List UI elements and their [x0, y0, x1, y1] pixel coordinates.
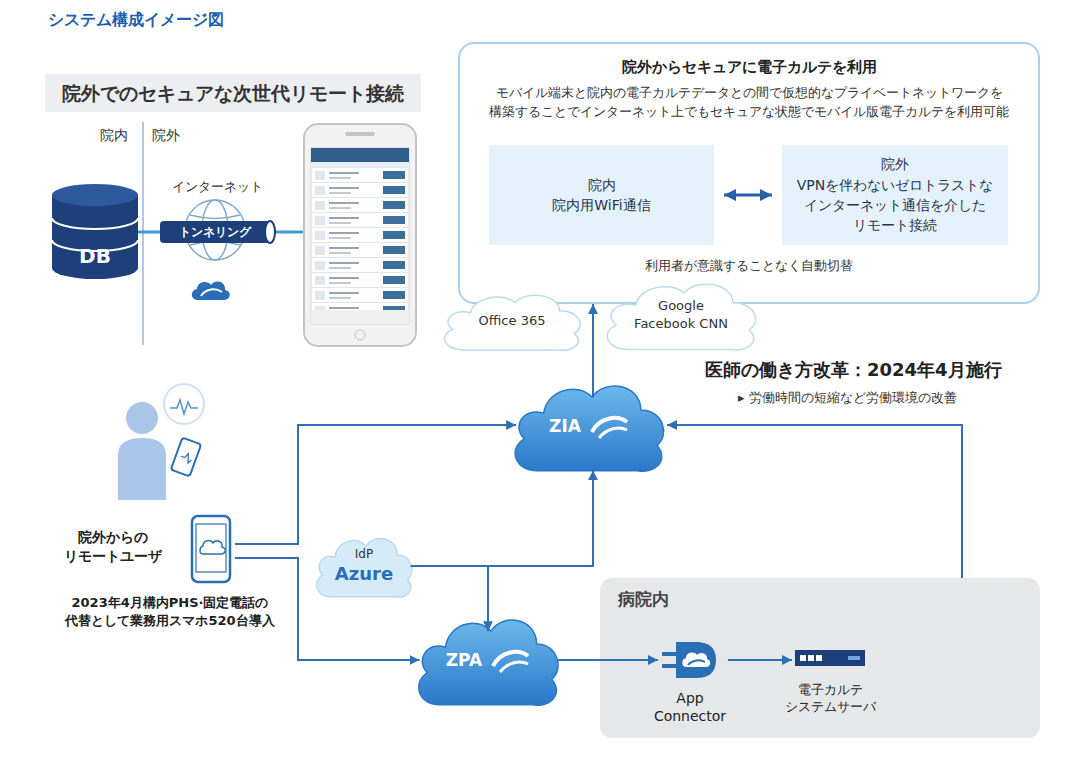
feature-panel: 院外からセキュアに電子カルテを利用モバイル端末と院内の電子カルテデータとの間で仮…: [458, 42, 1040, 304]
node-body: 利用者が意識することなく自動切替: [460, 258, 1038, 275]
inside-box: 院内院内用WiFi通信: [489, 145, 714, 245]
node-heading: 電子カルテ システムサーバ: [770, 682, 890, 716]
connector-arrow: [235, 558, 420, 660]
node-body: モバイル端末と院内の電子カルテデータとの間で仮想的なプライベートネットワークを …: [460, 84, 1038, 122]
headline-label: 医師の働き方改革：2024年4月施行: [705, 358, 1002, 382]
connector-arrow: [558, 659, 658, 661]
cloud-shape: [600, 278, 762, 352]
web-cloud: Google Facebook CNN: [600, 278, 762, 352]
node-heading: 院外: [881, 154, 909, 174]
diagram-title: システム構成イメージ図: [48, 10, 224, 31]
node-body: 2023年4月構内PHS·固定電話の 代替として業務用スマホ520台導入: [34, 594, 306, 629]
tunnel-tube: [160, 221, 275, 243]
node-heading: 病院内: [618, 588, 669, 610]
idp-cloud: IdPAzure: [312, 533, 416, 599]
vendor-swoosh: [589, 412, 629, 440]
connector-arrow: [592, 304, 594, 397]
cloud-shape: [508, 378, 670, 474]
remote-user: 院外からの リモートユーザ2023年4月構内PHS·固定電話の 代替として業務用…: [40, 514, 235, 588]
saas-cloud: Office 365: [438, 290, 586, 352]
node-heading: ZPA: [446, 649, 482, 671]
node-heading: App Connector: [640, 690, 740, 725]
network-label: インターネット: [172, 178, 263, 196]
node-heading: IdP: [355, 547, 373, 563]
cloud-shape: [412, 612, 564, 708]
app-connector: App Connector: [640, 634, 740, 730]
person-icon: [118, 384, 204, 500]
outside-box: 院外VPNを伴わないゼロトラストな インターネット通信を介した リモート接続: [782, 145, 1008, 245]
phone-icon: [190, 514, 232, 586]
node-heading: Office 365: [479, 313, 546, 330]
region-label: 院内: [100, 127, 128, 145]
emr-server: 電子カルテ システムサーバ: [770, 640, 890, 726]
database-label: DB: [70, 244, 120, 268]
phone-screenshot: [304, 124, 416, 346]
vendor-swoosh: [490, 646, 530, 674]
region-label: 院外: [152, 127, 180, 145]
node-body: 院内用WiFi通信: [552, 195, 650, 215]
connector-arrow: [728, 659, 792, 661]
connector-arrow: [411, 470, 593, 566]
server-rack-icon: [794, 649, 866, 667]
node-body: VPNを伴わないゼロトラストな インターネット通信を介した リモート接続: [797, 175, 994, 236]
connector-arrow: [724, 194, 772, 197]
node-heading: 院外からの リモートユーザ: [40, 528, 185, 566]
node-heading: 院内: [588, 175, 616, 195]
hospital-band: 病院内 App Connector 電子カルテ システムサーバ: [600, 578, 1040, 738]
tunnel-label: トンネリング: [160, 224, 270, 241]
node-heading: ZIA: [549, 415, 581, 437]
note-label: ▸ 労働時間の短縮など労働環境の改善: [738, 389, 957, 407]
node-heading: 院外でのセキュアな次世代リモート接続: [62, 81, 404, 106]
connector-arrow: [411, 566, 488, 631]
node-heading: 院外からセキュアに電子カルテを利用: [460, 58, 1038, 78]
connector-arrow: [235, 425, 516, 544]
database-cylinder: [52, 184, 138, 279]
zia-cloud: ZIA: [508, 378, 670, 474]
zpa-cloud: ZPA: [412, 612, 564, 708]
node-body: Azure: [335, 562, 393, 585]
connector-icon: [660, 634, 720, 686]
vendor-logo: [192, 282, 230, 300]
node-heading: Google Facebook CNN: [629, 297, 733, 332]
heading-band: 院外でのセキュアな次世代リモート接続: [45, 74, 421, 112]
